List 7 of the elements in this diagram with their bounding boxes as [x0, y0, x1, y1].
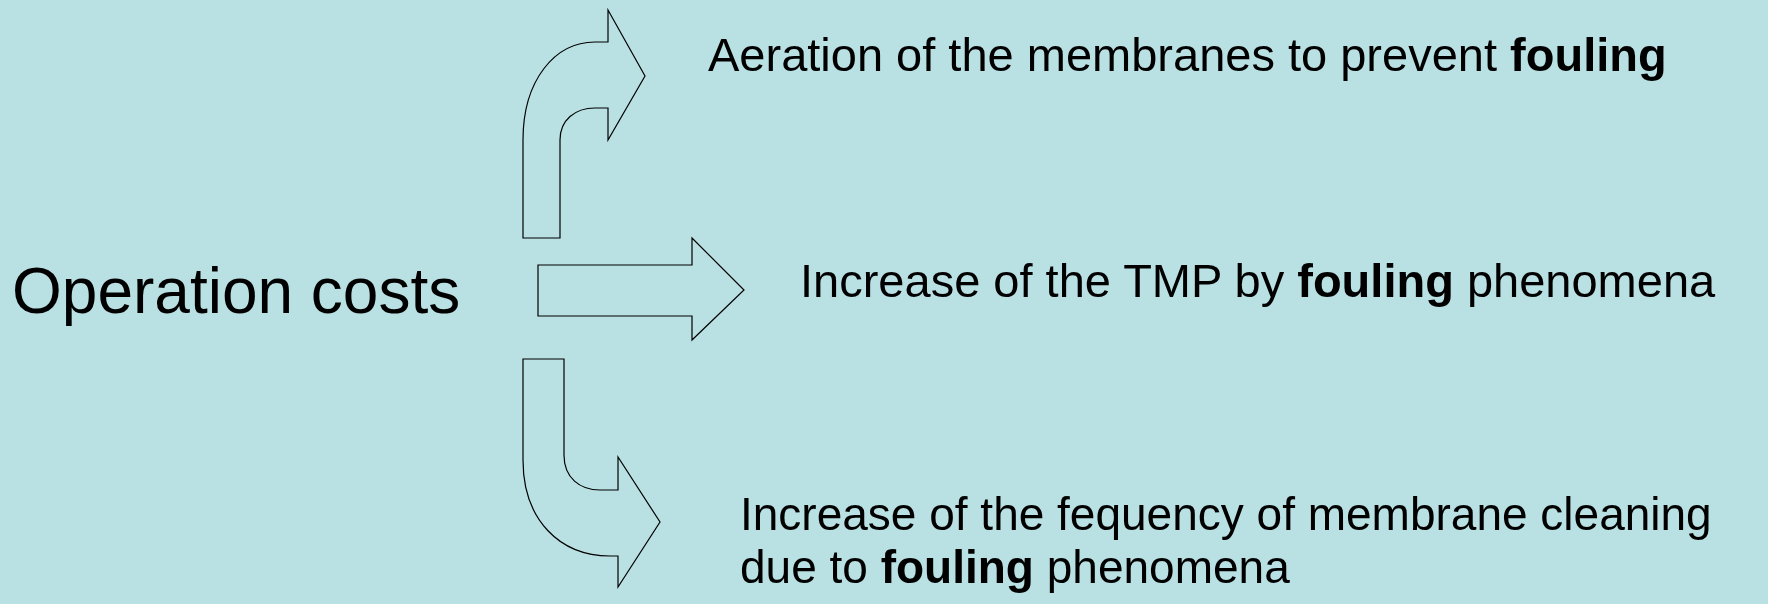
block-arrow: [537, 236, 745, 342]
block-arrow: [522, 358, 661, 588]
item-text: Increase of the fequency of membrane cleaning due to fouling phenomena: [730, 488, 1750, 594]
item-text: Aeration of the membranes to prevent fouling: [700, 26, 1760, 84]
block-arrow: [522, 9, 646, 239]
topic-label: Operation costs: [12, 252, 534, 331]
item-text: Increase of the TMP by fouling phenomena: [748, 252, 1762, 310]
